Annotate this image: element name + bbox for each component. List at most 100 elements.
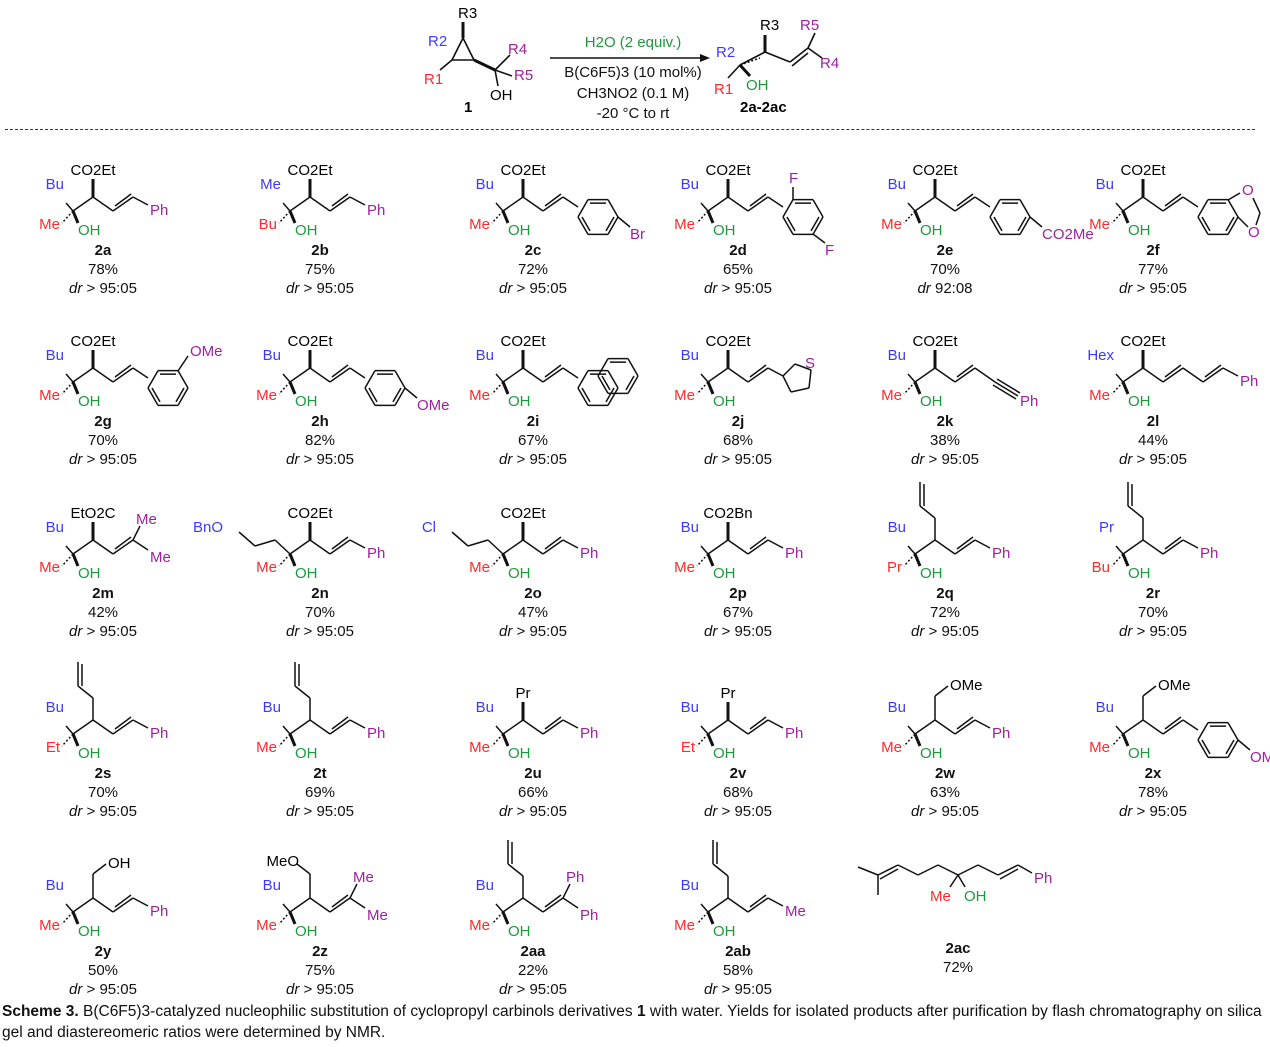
bond [177,387,189,406]
end-group: Me [353,869,374,886]
product-oh: OH [746,77,769,94]
divider [5,129,1255,130]
structure-2ac: Me OH Ph [857,864,1052,905]
bond [1222,367,1239,377]
compound-dr: dr > 95:05 [215,622,425,641]
bond [487,539,504,555]
end-group-2: Ph [580,907,598,924]
dr-value: > 95:05 [928,451,979,468]
bond [61,381,74,395]
end-group: Ph [785,725,803,742]
bond [1142,367,1164,383]
bond [282,903,291,913]
compound-yield: 70% [1137,604,1169,621]
dr-value: > 95:05 [516,451,567,468]
oh-label: OH [713,222,736,239]
bond [1115,373,1124,383]
bond [394,370,406,389]
bond [974,719,991,729]
bond [61,210,74,224]
top-substituent: CO2Et [912,162,958,179]
bond [495,373,504,383]
bond [309,196,331,212]
compound-yield: 72% [929,604,961,621]
bond [747,539,769,555]
compound-dr: dr > 95:05 [633,279,843,298]
r1-label: Me [674,387,695,404]
dr-value: > 95:05 [1136,280,1187,297]
r2-label: Cl [422,519,436,536]
bond [522,196,544,212]
oh-label: OH [295,565,318,582]
compound-dr: dr > 95:05 [1048,279,1258,298]
dr-value: > 95:05 [86,803,137,820]
r2-label: Bu [476,699,494,716]
compound-dr: dr > 95:05 [428,980,638,999]
oh-label: OH [295,923,318,940]
compound-yield: 70% [87,432,119,449]
bond [1029,216,1043,228]
bond [349,719,366,729]
end-group: OMe [190,343,223,360]
r2-label: Bu [888,347,906,364]
bond [289,897,311,913]
dr-label: dr [286,451,300,468]
bond [132,719,149,729]
dr-label: dr [499,280,513,297]
end-group: Ph [1240,373,1258,390]
oh-label: OH [508,565,531,582]
bond [1115,545,1124,555]
bond [712,863,729,877]
compound-dr: dr > 95:05 [0,980,208,999]
compound-dr: dr > 95:05 [215,980,425,999]
bond [749,894,767,908]
bond [278,911,291,925]
compound-yield: 42% [87,604,119,621]
dr-label: dr [499,623,513,640]
r2-label: Hex [1087,347,1114,364]
top-substituent: EtO2C [70,505,115,522]
r2-label: Bu [681,176,699,193]
bond [1225,739,1235,755]
dr-label: dr [69,981,83,998]
bond [491,733,504,747]
bond [112,539,134,555]
bond [331,716,349,730]
bond [1225,216,1235,232]
dr-value: > 95:05 [516,280,567,297]
compound-dr: dr > 95:05 [840,450,1050,469]
bond [114,716,132,730]
condition-solvent: CH3NO2 (0.1 M) [576,85,690,102]
bond [903,381,916,395]
bond [1122,719,1144,735]
dr-label: dr [704,803,718,820]
bond [727,719,749,735]
top-substituent: OH [108,855,131,872]
bond [727,539,749,555]
bond [903,210,916,224]
bond [1201,216,1211,232]
bond [812,233,826,244]
dr-label: dr [1119,451,1133,468]
dr-label: dr [704,280,718,297]
r1-label: Me [256,739,277,756]
bond [61,911,74,925]
bond [1201,739,1211,755]
r1-label: Me [469,559,490,576]
oh-label: OH [713,393,736,410]
caption-text-2: with water. Yields for isolated products… [2,1003,1262,1041]
bond [1162,196,1184,212]
scheme-caption: Scheme 3. B(C6F5)3-catalyzed nucleophili… [2,1001,1262,1043]
product-r1: R1 [714,81,733,98]
end-group: Ph [367,725,385,742]
bond [331,364,349,378]
end-group: OMe [417,397,450,414]
bond [92,897,114,913]
bond [495,202,504,212]
compound-yield: 72% [942,959,974,976]
